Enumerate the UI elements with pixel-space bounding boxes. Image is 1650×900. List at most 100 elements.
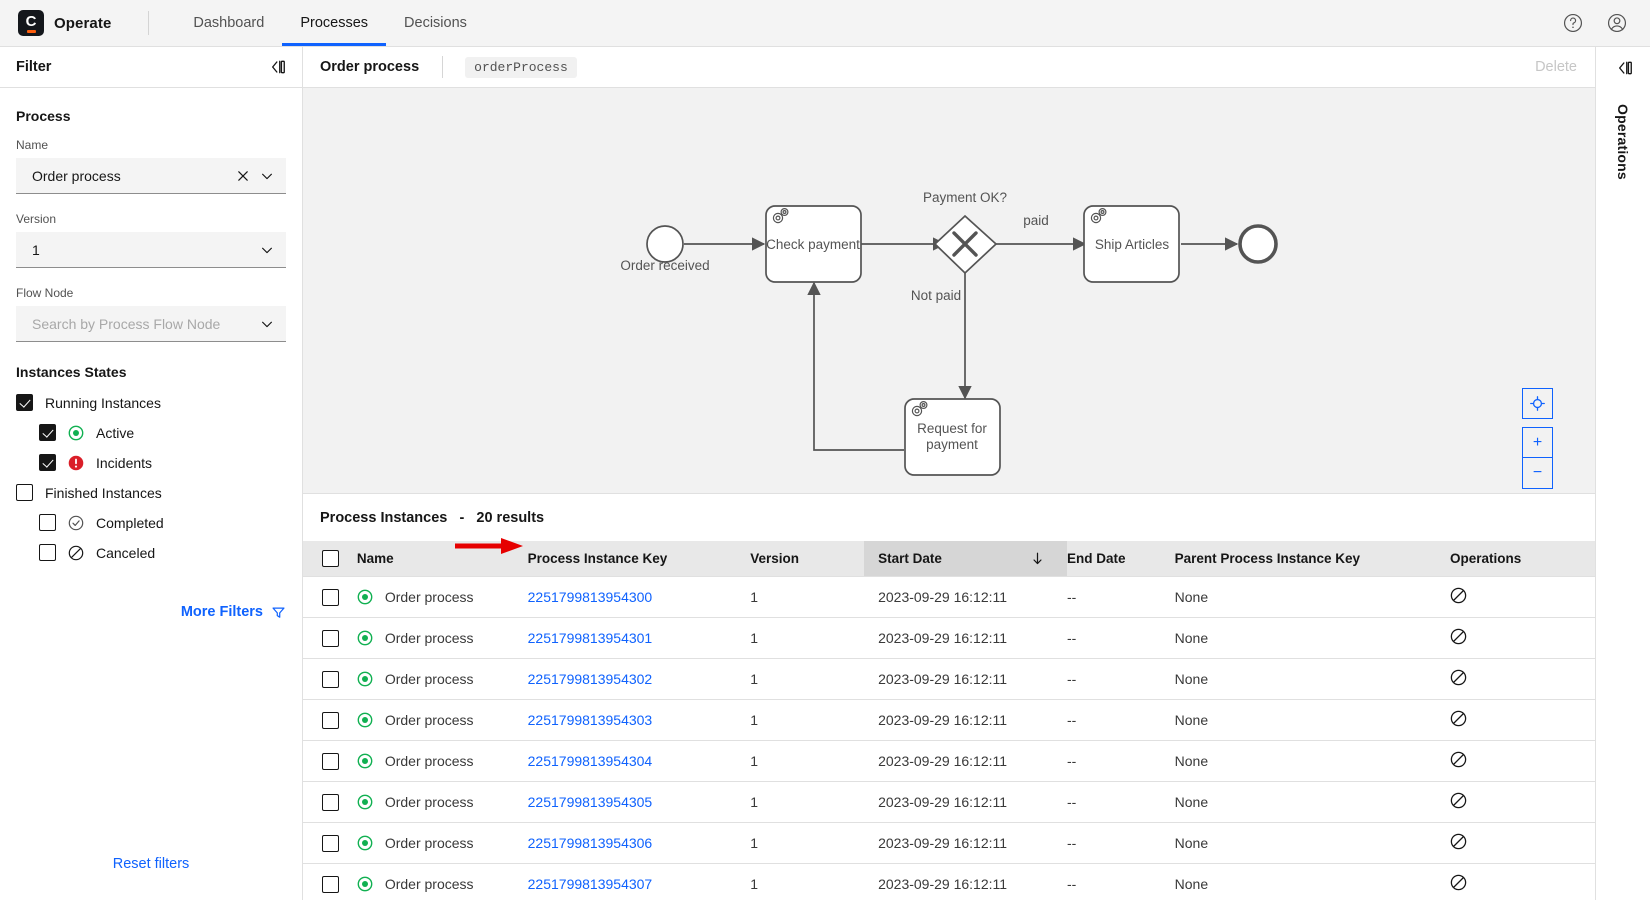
select-all-checkbox[interactable] (322, 550, 339, 567)
filter-canceled[interactable]: Canceled (39, 544, 286, 561)
cancel-operation-icon[interactable] (1450, 710, 1467, 727)
more-filters-button[interactable]: More Filters (181, 604, 286, 620)
filter-finished-instances[interactable]: Finished Instances (16, 484, 286, 501)
header-parent-process-instance-key[interactable]: Parent Process Instance Key (1174, 541, 1451, 577)
process-instance-key-link[interactable]: 2251799813954305 (527, 794, 653, 810)
logo-accent-bar (26, 29, 36, 33)
collapse-panel-icon[interactable] (1613, 58, 1633, 78)
row-checkbox[interactable] (322, 711, 339, 729)
clear-icon[interactable] (236, 169, 250, 183)
active-icon (357, 876, 373, 892)
nav-item-dashboard[interactable]: Dashboard (193, 15, 265, 31)
running-instances-checkbox[interactable] (16, 394, 33, 411)
row-name: Order process (384, 630, 474, 646)
chevron-down-icon[interactable] (260, 243, 274, 257)
delete-button[interactable]: Delete (1535, 59, 1577, 75)
process-instance-key-link[interactable]: 2251799813954300 (527, 589, 653, 605)
row-start-date-cell: 2023-09-29 16:12:11 (864, 617, 1067, 659)
process-version-select[interactable]: 1 (16, 232, 286, 268)
cancel-operation-icon[interactable] (1450, 587, 1467, 604)
header-version[interactable]: Version (750, 541, 865, 577)
flow-node-placeholder: Search by Process Flow Node (32, 315, 221, 332)
cancel-operation-icon[interactable] (1450, 751, 1467, 768)
filter-active[interactable]: Active (39, 424, 286, 441)
row-name-cell: Order process (356, 863, 528, 900)
header-process-instance-key[interactable]: Process Instance Key (527, 541, 751, 577)
completed-checkbox[interactable] (39, 514, 56, 531)
nav-item-decisions[interactable]: Decisions (404, 15, 467, 31)
cancel-operation-icon[interactable] (1450, 792, 1467, 809)
help-icon[interactable] (1562, 12, 1584, 34)
row-checkbox[interactable] (322, 588, 339, 606)
row-key-cell: 2251799813954302 (527, 658, 751, 700)
process-instances-table: Name Process Instance Key Version Start … (303, 541, 1595, 900)
bpmn-diagram[interactable]: Order received Check payment Payment OK?… (303, 88, 1595, 493)
process-instance-key-link[interactable]: 2251799813954301 (527, 630, 653, 646)
row-checkbox[interactable] (322, 752, 339, 770)
row-checkbox[interactable] (322, 875, 339, 893)
row-operations-cell (1450, 863, 1595, 900)
process-instance-key-link[interactable]: 2251799813954306 (527, 835, 653, 851)
process-instance-key-link[interactable]: 2251799813954302 (527, 671, 653, 687)
process-instance-key-link[interactable]: 2251799813954304 (527, 753, 653, 769)
active-checkbox[interactable] (39, 424, 56, 441)
filter-completed[interactable]: Completed (39, 514, 286, 531)
row-key-cell: 2251799813954307 (527, 863, 751, 900)
reset-zoom-button[interactable] (1522, 388, 1553, 419)
process-name-select[interactable]: Order process (16, 158, 286, 194)
operations-label: Operations (1615, 104, 1631, 180)
zoom-out-button[interactable]: − (1522, 458, 1553, 489)
row-select-cell (303, 617, 357, 659)
row-checkbox[interactable] (322, 629, 339, 647)
cancel-operation-icon[interactable] (1450, 874, 1467, 891)
row-operations-cell (1450, 781, 1595, 823)
header-start-date[interactable]: Start Date (864, 541, 1067, 577)
more-filters-label: More Filters (180, 604, 263, 620)
row-version-cell: 1 (750, 822, 865, 864)
row-checkbox[interactable] (322, 793, 339, 811)
process-instance-key-link[interactable]: 2251799813954303 (527, 712, 653, 728)
row-name-cell: Order process (356, 699, 528, 741)
cancel-operation-icon[interactable] (1450, 628, 1467, 645)
row-checkbox[interactable] (322, 834, 339, 852)
row-name: Order process (384, 753, 474, 769)
row-parent-key-cell: None (1174, 822, 1451, 864)
row-start-date-cell: 2023-09-29 16:12:11 (864, 822, 1067, 864)
filter-running-instances[interactable]: Running Instances (16, 394, 286, 411)
process-instance-key-link[interactable]: 2251799813954307 (527, 876, 653, 892)
row-end-date-cell: -- (1067, 617, 1175, 659)
chevron-down-icon[interactable] (260, 317, 274, 331)
row-start-date-cell: 2023-09-29 16:12:11 (864, 781, 1067, 823)
chevron-down-icon[interactable] (260, 169, 274, 183)
collapse-panel-icon[interactable] (266, 57, 286, 77)
canceled-checkbox[interactable] (39, 544, 56, 561)
row-name-cell: Order process (356, 617, 528, 659)
incidents-checkbox[interactable] (39, 454, 56, 471)
header-name[interactable]: Name (356, 541, 528, 577)
completed-label: Completed (96, 514, 164, 531)
nav-item-processes[interactable]: Processes (282, 0, 386, 46)
header-end-date[interactable]: End Date (1067, 541, 1175, 577)
finished-instances-checkbox[interactable] (16, 484, 33, 501)
row-key-cell: 2251799813954306 (527, 822, 751, 864)
row-checkbox[interactable] (322, 670, 339, 688)
row-name-cell: Order process (356, 822, 528, 864)
logo-letter: C (25, 12, 37, 30)
filter-sidebar: Filter Process Name Order process (0, 47, 303, 900)
filter-incidents[interactable]: Incidents (39, 454, 286, 471)
flow-node-select[interactable]: Search by Process Flow Node (16, 306, 286, 342)
brand[interactable]: C Operate (0, 10, 111, 36)
cancel-operation-icon[interactable] (1450, 669, 1467, 686)
cancel-operation-icon[interactable] (1450, 833, 1467, 850)
user-avatar-icon[interactable] (1606, 12, 1628, 34)
reset-filters-button[interactable]: Reset filters (112, 856, 190, 872)
zoom-in-button[interactable]: + (1522, 427, 1553, 458)
